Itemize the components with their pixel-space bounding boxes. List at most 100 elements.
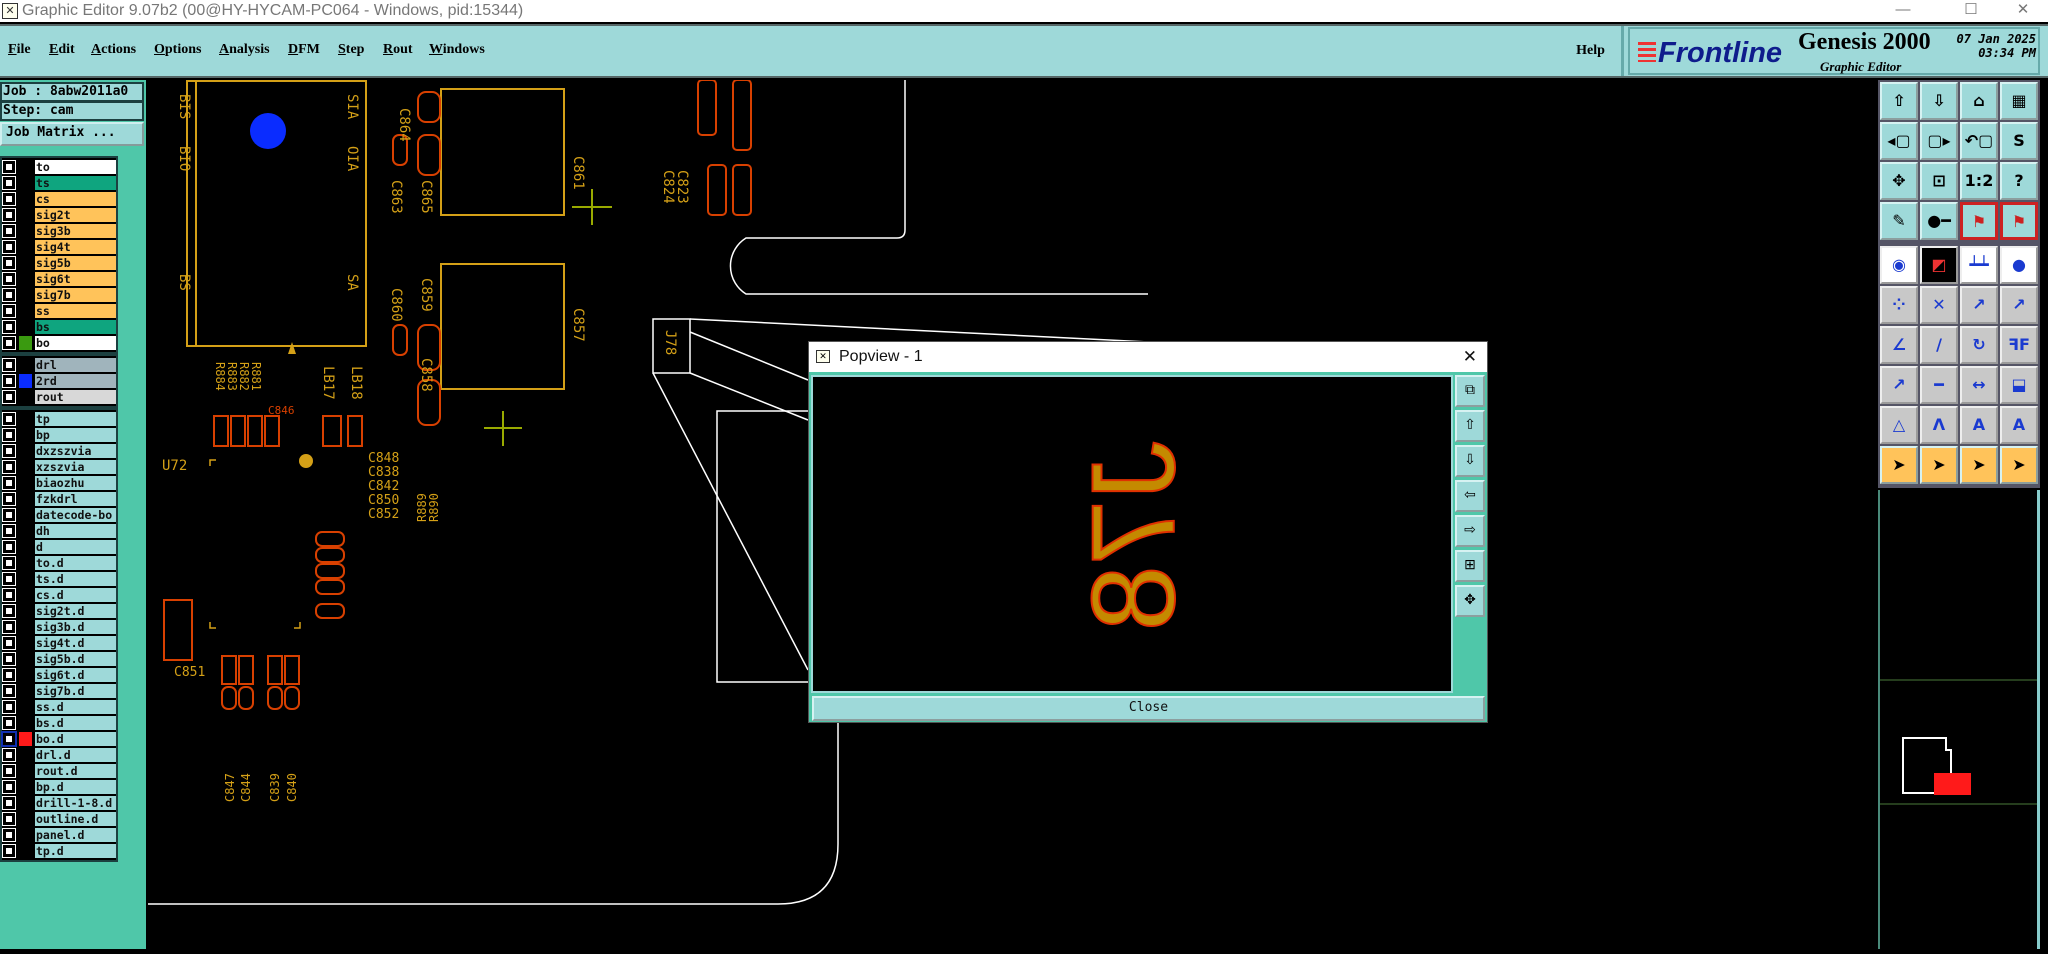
layer-name[interactable]: sig5b (35, 256, 116, 270)
layer-name[interactable]: to (35, 160, 116, 174)
delete-node-icon[interactable]: ✕ (1920, 286, 1958, 324)
layer-checkbox[interactable] (2, 428, 16, 442)
minimize-button[interactable]: — (1895, 1, 1911, 18)
layer-checkbox[interactable] (2, 620, 16, 634)
layer-color-swatch[interactable] (19, 812, 32, 826)
layer-name[interactable]: bs (35, 320, 116, 334)
zoom-out-icon[interactable]: ✥ (1455, 585, 1485, 617)
layer-name[interactable]: ss (35, 304, 116, 318)
layer-color-swatch[interactable] (19, 828, 32, 842)
layer-name[interactable]: sig4t (35, 240, 116, 254)
zoom-window-icon[interactable]: ⧉ (1455, 375, 1485, 407)
move-down-icon[interactable]: ⇩ (1920, 82, 1958, 120)
overview-minimap[interactable] (1878, 490, 2040, 949)
layer-checkbox[interactable] (2, 176, 16, 190)
grid-xy-icon[interactable]: ▦ (2000, 82, 2038, 120)
layer-checkbox[interactable] (2, 748, 16, 762)
layer-checkbox[interactable] (2, 652, 16, 666)
layer-checkbox[interactable] (2, 192, 16, 206)
layer-name[interactable]: sig3b (35, 224, 116, 238)
zoom-center-icon[interactable]: ⊡ (1920, 162, 1958, 200)
layer-row-to.d[interactable]: to.d (2, 555, 116, 571)
snake-route-icon[interactable]: S (2000, 122, 2038, 160)
layer-color-swatch[interactable] (19, 272, 32, 286)
layer-checkbox[interactable] (2, 588, 16, 602)
layer-name[interactable]: sig3b.d (35, 620, 116, 634)
layer-color-swatch[interactable] (19, 588, 32, 602)
pan-left-icon[interactable]: ◂▢ (1880, 122, 1918, 160)
layer-row-sig7b.d[interactable]: sig7b.d (2, 683, 116, 699)
layer-checkbox[interactable] (2, 796, 16, 810)
layer-name[interactable]: fzkdrl (35, 492, 116, 506)
move-up-icon[interactable]: ⇧ (1455, 410, 1485, 442)
layer-checkbox[interactable] (2, 716, 16, 730)
graphic-canvas[interactable]: BIS BIO BS SIA OIA SA C864 C863 C865 C86… (148, 80, 1876, 949)
layer-checkbox[interactable] (2, 476, 16, 490)
layer-name[interactable]: d (35, 540, 116, 554)
layer-checkbox[interactable] (2, 160, 16, 174)
close-window-button[interactable]: ✕ (2016, 1, 2030, 18)
layer-checkbox[interactable] (2, 320, 16, 334)
select-box-icon[interactable]: ➤ (1920, 446, 1958, 484)
layer-name[interactable]: drill-1-8.d (35, 796, 116, 810)
layer-color-swatch[interactable] (19, 620, 32, 634)
layer-checkbox[interactable] (2, 540, 16, 554)
layer-name[interactable]: bo (35, 336, 116, 350)
layer-checkbox[interactable] (2, 358, 16, 372)
line-draw-icon[interactable]: / (1920, 326, 1958, 364)
scale-1-2-icon[interactable]: 1:2 (1960, 162, 1998, 200)
layer-color-swatch[interactable] (19, 460, 32, 474)
layer-row-biaozhu[interactable]: biaozhu (2, 475, 116, 491)
layer-row-panel.d[interactable]: panel.d (2, 827, 116, 843)
layer-color-swatch[interactable] (19, 240, 32, 254)
popview-close-button[interactable]: Close (812, 696, 1485, 721)
layer-row-ss[interactable]: ss (2, 303, 116, 319)
layer-name[interactable]: ts.d (35, 572, 116, 586)
layer-color-swatch[interactable] (19, 176, 32, 190)
layer-name[interactable]: dxzszvia (35, 444, 116, 458)
layer-name[interactable]: ts (35, 176, 116, 190)
layer-checkbox[interactable] (2, 460, 16, 474)
layer-checkbox[interactable] (2, 812, 16, 826)
layer-name[interactable]: dh (35, 524, 116, 538)
menu-actions[interactable]: Actions (91, 42, 137, 57)
layer-row-sig4t.d[interactable]: sig4t.d (2, 635, 116, 651)
connect-nodes-icon[interactable]: ⁘ (1880, 286, 1918, 324)
layer-checkbox[interactable] (2, 668, 16, 682)
layer-checkbox[interactable] (2, 304, 16, 318)
layer-color-swatch[interactable] (19, 256, 32, 270)
layer-checkbox[interactable] (2, 374, 16, 388)
layer-name[interactable]: sig7b.d (35, 684, 116, 698)
layer-color-swatch[interactable] (19, 444, 32, 458)
layer-row-drl[interactable]: drl (2, 357, 116, 373)
layer-name[interactable]: sig2t.d (35, 604, 116, 618)
layer-name[interactable]: sig6t.d (35, 668, 116, 682)
layer-color-swatch[interactable] (19, 780, 32, 794)
layer-row-sig6t[interactable]: sig6t (2, 271, 116, 287)
layer-row-dh[interactable]: dh (2, 523, 116, 539)
layer-row-tp[interactable]: tp (2, 411, 116, 427)
layer-row-ts.d[interactable]: ts.d (2, 571, 116, 587)
layer-color-swatch[interactable] (19, 160, 32, 174)
layer-row-tp.d[interactable]: tp.d (2, 843, 116, 859)
layer-name[interactable]: bp (35, 428, 116, 442)
layer-color-swatch[interactable] (19, 732, 32, 746)
measure-ruler-icon[interactable]: ┷┷ (1960, 246, 1998, 284)
layer-row-drill-1-8.d[interactable]: drill-1-8.d (2, 795, 116, 811)
layer-color-swatch[interactable] (19, 572, 32, 586)
layer-checkbox[interactable] (2, 684, 16, 698)
rotate-icon[interactable]: ↻ (1960, 326, 1998, 364)
layer-name[interactable]: bs.d (35, 716, 116, 730)
layer-color-swatch[interactable] (19, 844, 32, 858)
layer-row-bp.d[interactable]: bp.d (2, 779, 116, 795)
snap-icon[interactable]: ●━ (1920, 202, 1958, 240)
line-angle-icon[interactable]: ∠ (1880, 326, 1918, 364)
layer-name[interactable]: sig4t.d (35, 636, 116, 650)
menu-windows[interactable]: Windows (429, 42, 485, 57)
layer-checkbox[interactable] (2, 256, 16, 270)
menu-step[interactable]: Step (338, 42, 365, 57)
layer-name[interactable]: sig5b.d (35, 652, 116, 666)
layer-row-rout[interactable]: rout (2, 389, 116, 405)
layer-name[interactable]: cs.d (35, 588, 116, 602)
layer-row-sig5b[interactable]: sig5b (2, 255, 116, 271)
